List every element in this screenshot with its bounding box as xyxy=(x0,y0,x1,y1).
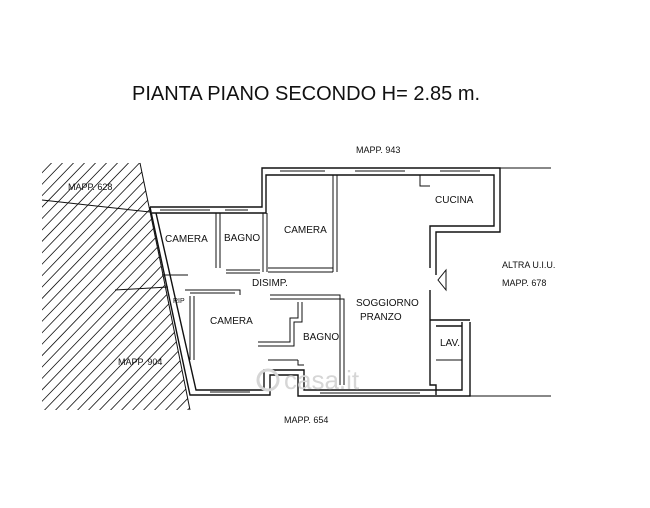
hatch-line xyxy=(42,163,190,410)
room-label-bagno-1: BAGNO xyxy=(224,233,260,244)
room-label-ripostiglio: RIP xyxy=(173,298,185,305)
room-label-camera-3: CAMERA xyxy=(210,316,253,327)
parcel-628-line xyxy=(41,199,151,213)
door-opening xyxy=(437,268,447,292)
room-label-cucina: CUCINA xyxy=(435,195,474,206)
hatch-line xyxy=(42,163,54,410)
parcel-label-north: MAPP. 943 xyxy=(356,145,400,155)
parcel-label-south: MAPP. 654 xyxy=(284,415,328,425)
hatch-line xyxy=(111,163,190,410)
hatch-line xyxy=(42,163,98,410)
hatch-line xyxy=(42,163,190,410)
hatch-line xyxy=(42,163,190,410)
hatch-line xyxy=(42,163,164,410)
room-label-bagno-2: BAGNO xyxy=(303,332,339,343)
outer-walls xyxy=(149,167,501,397)
room-label-disimpegno: DISIMP. xyxy=(252,278,288,289)
hatch-line xyxy=(42,163,120,410)
hatch-line xyxy=(42,163,142,410)
room-label-soggiorno: SOGGIORNO xyxy=(356,298,419,309)
room-label-camera-2: CAMERA xyxy=(284,225,327,236)
hatch-line xyxy=(42,163,131,410)
parcel-label-northwest: MAPP. 628 xyxy=(68,182,112,192)
interior-walls xyxy=(162,175,462,385)
hatch-line xyxy=(42,163,190,410)
hatch-line xyxy=(42,163,186,410)
hatch-line xyxy=(122,163,190,410)
hatch-line xyxy=(42,163,153,410)
room-label-camera-1: CAMERA xyxy=(165,234,208,245)
plan-title: PIANTA PIANO SECONDO H= 2.85 m. xyxy=(132,83,480,105)
hatch-line xyxy=(42,163,190,410)
windows xyxy=(160,170,480,394)
hatch-line xyxy=(42,163,190,410)
parcel-904-line xyxy=(114,286,169,291)
hatch-line xyxy=(42,163,87,410)
room-label-pranzo: PRANZO xyxy=(360,312,402,323)
hatch-line xyxy=(42,163,43,410)
hatch-line xyxy=(100,163,190,410)
west-boundary-line xyxy=(139,162,191,411)
hatch-line xyxy=(67,163,190,410)
hatch-line xyxy=(42,163,65,410)
hatch-line xyxy=(42,163,175,410)
neighbor-unit-label: ALTRA U.I.U. xyxy=(502,260,555,270)
hatch-line xyxy=(42,163,76,410)
hatch-line xyxy=(133,163,190,410)
watermark-text: casa.it xyxy=(284,365,360,395)
parcel-label-east: MAPP. 678 xyxy=(502,278,546,288)
hatch-line xyxy=(42,163,109,410)
hatch-line xyxy=(78,163,190,410)
watermark: casa.it xyxy=(256,365,360,395)
parcel-label-southwest: MAPP. 904 xyxy=(118,357,162,367)
room-label-lavanderia: LAV. xyxy=(440,338,460,349)
hatch-line xyxy=(89,163,190,410)
